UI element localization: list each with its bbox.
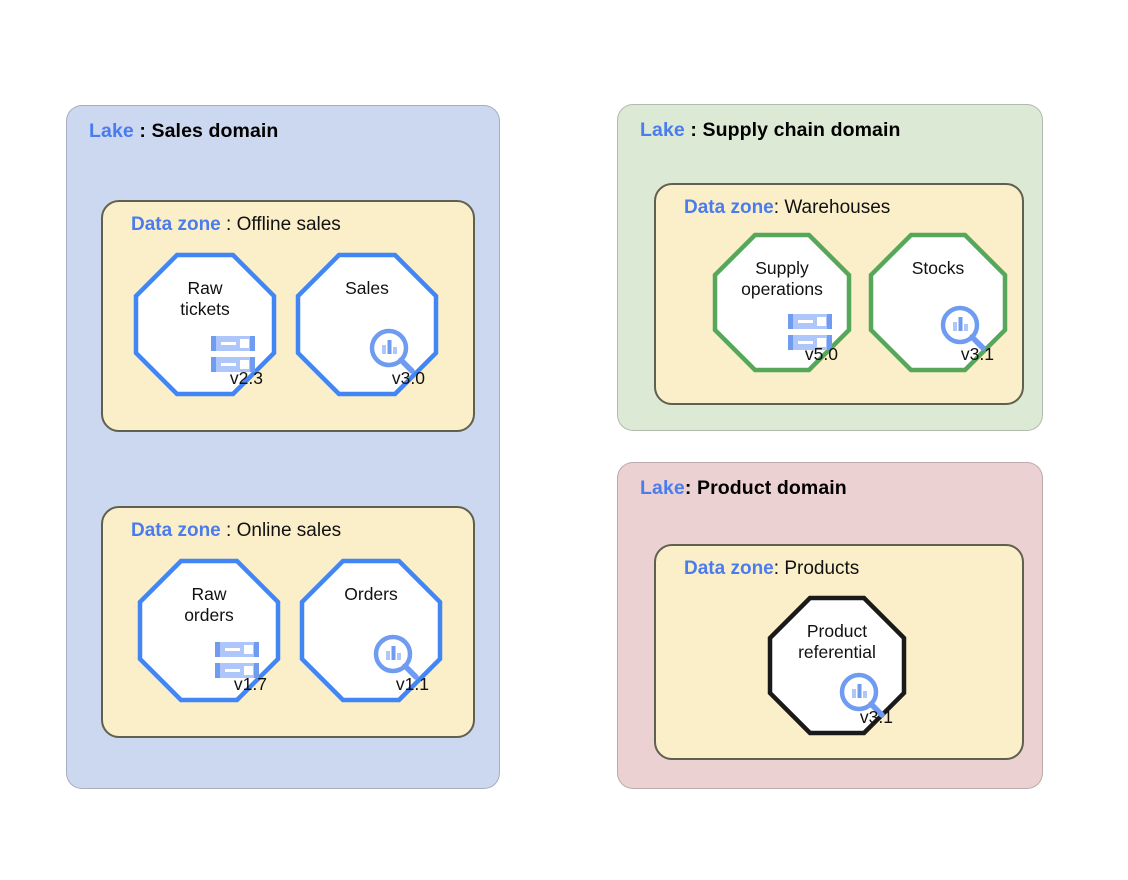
lake-keyword: Lake — [640, 119, 685, 141]
data-asset-raw-tickets[interactable]: Raw tickets — [133, 252, 277, 397]
data-zone-separator: : — [773, 558, 785, 579]
data-asset-label: Product referential — [798, 621, 876, 662]
data-zone-keyword: Data zone — [131, 214, 221, 235]
octagon-outline — [767, 595, 907, 736]
data-zone-separator: : — [773, 197, 785, 218]
lake-sales-domain[interactable]: Lake : Sales domain Data zone : Offline … — [66, 105, 500, 789]
data-asset-raw-orders[interactable]: Raw orders — [137, 558, 281, 703]
data-asset-label: Supply operations — [741, 258, 823, 299]
lake-name: Product domain — [696, 477, 847, 499]
data-zone-products[interactable]: Data zone: Products Product referential … — [654, 544, 1024, 760]
lake-product-domain[interactable]: Lake: Product domain Data zone: Products… — [617, 462, 1043, 789]
data-asset-version: v2.3 — [229, 368, 263, 388]
data-asset-label: Raw orders — [184, 584, 234, 625]
lake-name: Sales domain — [151, 120, 279, 142]
data-asset-label: Raw tickets — [180, 278, 230, 319]
data-zone-products-title: Data zone: Products — [684, 558, 859, 580]
data-asset-version: v3.0 — [391, 368, 425, 388]
data-zone-keyword: Data zone — [684, 558, 774, 579]
data-zone-online-sales[interactable]: Data zone : Online sales Raw orders — [101, 506, 475, 738]
lake-keyword: Lake — [89, 120, 134, 142]
data-asset-version: v3.1 — [960, 344, 994, 364]
lake-separator: : — [684, 119, 703, 141]
data-zone-keyword: Data zone — [684, 197, 774, 218]
lake-separator: : — [684, 477, 697, 499]
data-asset-label: Orders — [344, 584, 398, 604]
data-zone-online-sales-title: Data zone : Online sales — [131, 520, 341, 542]
data-zone-name: Online sales — [236, 520, 342, 541]
data-zone-offline-sales[interactable]: Data zone : Offline sales Raw tickets — [101, 200, 475, 432]
lake-sales-domain-title: Lake : Sales domain — [89, 120, 278, 143]
data-zone-warehouses-title: Data zone: Warehouses — [684, 197, 890, 219]
lake-separator: : — [133, 120, 152, 142]
data-asset-label: Stocks — [911, 258, 965, 278]
lake-supply-chain-domain-title: Lake : Supply chain domain — [640, 119, 901, 142]
data-asset-version: v1.1 — [395, 674, 429, 694]
data-zone-warehouses[interactable]: Data zone: Warehouses Supply operations — [654, 183, 1024, 405]
data-asset-stocks[interactable]: Stocks v3.1 — [868, 232, 1008, 373]
data-zone-name: Products — [784, 558, 860, 579]
data-asset-sales[interactable]: Sales v3.0 — [295, 252, 439, 397]
data-zone-name: Offline sales — [236, 214, 341, 235]
data-zone-name: Warehouses — [784, 197, 891, 218]
lake-name: Supply chain domain — [702, 119, 901, 141]
lake-product-domain-title: Lake: Product domain — [640, 477, 847, 500]
data-asset-supply-operations[interactable]: Supply operations — [712, 232, 852, 373]
data-asset-orders[interactable]: Orders v1.1 — [299, 558, 443, 703]
data-zone-separator: : — [220, 214, 237, 235]
data-asset-product-referential[interactable]: Product referential v3.1 — [767, 595, 907, 736]
data-asset-label: Sales — [345, 278, 389, 298]
lake-keyword: Lake — [640, 477, 685, 499]
data-zone-offline-sales-title: Data zone : Offline sales — [131, 214, 341, 236]
data-asset-version: v1.7 — [233, 674, 267, 694]
data-zone-keyword: Data zone — [131, 520, 221, 541]
data-asset-version: v5.0 — [804, 344, 838, 364]
data-asset-version: v3.1 — [859, 707, 893, 727]
lake-supply-chain-domain[interactable]: Lake : Supply chain domain Data zone: Wa… — [617, 104, 1043, 431]
data-zone-separator: : — [220, 520, 237, 541]
